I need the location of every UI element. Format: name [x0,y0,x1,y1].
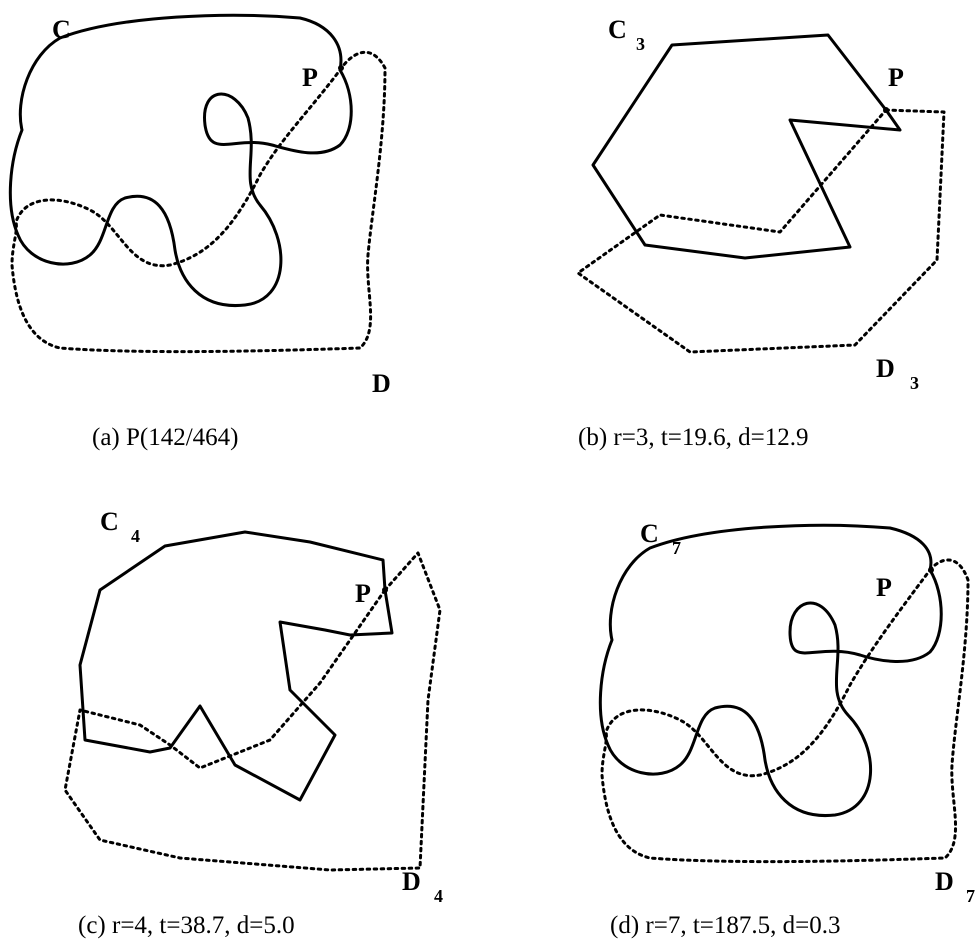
panel-b-label-c: C [608,15,627,44]
panel-d-caption: (d) r=7, t=187.5, d=0.3 [610,912,840,939]
panel-c: C 4 P D 4 (c) r=4, t=38.7, d=5.0 [63,507,443,939]
panel-d-label-p: P [876,573,892,602]
panel-a-curve-c [8,13,353,308]
panel-b-caption: (b) r=3, t=19.6, d=12.9 [578,424,808,451]
panel-c-point-p-marker [382,587,388,593]
panel-c-label-c-subscript: 4 [131,526,140,546]
panel-c-label-d-subscript: 4 [434,886,443,906]
panel-d: C 7 P D 7 (d) r=7, t=187.5, d=0.3 [598,519,975,939]
panel-a-point-p-marker [338,65,344,71]
panel-a-caption: (a) P(142/464) [92,424,239,451]
panel-c-label-c: C [100,507,119,536]
panel-a-label-c: C [52,15,71,44]
panel-b-label-c-subscript: 3 [636,34,645,54]
panel-d-label-d-subscript: 7 [966,886,975,906]
panel-b: C 3 P D 3 (b) r=3, t=19.6, d=12.9 [576,15,946,451]
panel-b-point-p-marker [883,107,889,113]
panel-a: C P D (a) P(142/464) [8,13,391,451]
panel-d-point-p-marker [928,567,934,573]
panel-c-label-d: D [402,867,421,896]
panel-a-curve-d [10,50,387,354]
panel-b-curve-d3 [576,108,946,354]
panel-c-curve-c4 [78,530,394,802]
panel-d-label-c: C [640,519,659,548]
panel-d-curve-d7 [600,558,970,864]
panel-c-label-p: P [355,579,371,608]
panel-b-label-d-subscript: 3 [910,373,919,393]
panel-d-curve-c7 [598,523,943,818]
panel-d-label-c-subscript: 7 [672,538,681,558]
panel-b-curve-c3 [591,33,902,260]
panel-c-caption: (c) r=4, t=38.7, d=5.0 [78,912,295,939]
panel-c-curve-d4 [63,551,442,872]
panel-a-label-d: D [372,369,391,398]
panel-b-label-d: D [876,354,895,383]
panel-a-label-p: P [302,63,318,92]
panel-d-label-d: D [935,867,954,896]
panel-b-label-p: P [888,63,904,92]
